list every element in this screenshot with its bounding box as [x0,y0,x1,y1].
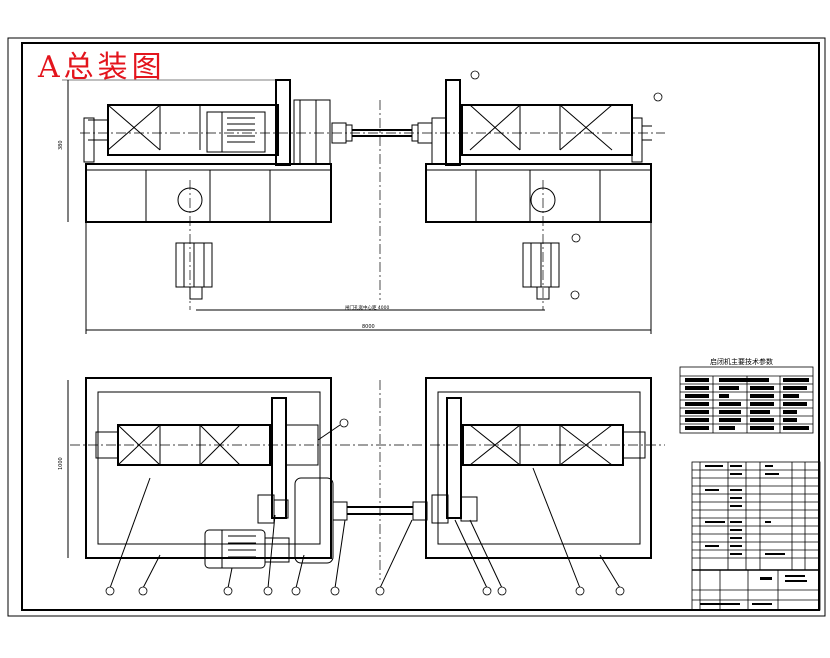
drawing-title: A总装图 [38,50,166,85]
spec-table [679,366,814,434]
dim-height-bottom: 1000 [58,457,64,470]
spec-table-fills [685,378,809,430]
dim-height-top: 380 [58,140,64,150]
centerlines [70,100,665,580]
outer-border [7,37,826,617]
spec-table-title: 启闭机主要技术参数 [710,357,773,366]
front-elevation-view [62,79,652,334]
title-block [691,461,821,611]
inner-border [21,42,820,611]
part-balloons [105,70,663,596]
dim-span: 闸门孔宽中心距 4000 [345,304,390,311]
dim-overall: 8000 [362,324,375,330]
plan-view [67,377,652,589]
title-block-fills [700,465,807,605]
